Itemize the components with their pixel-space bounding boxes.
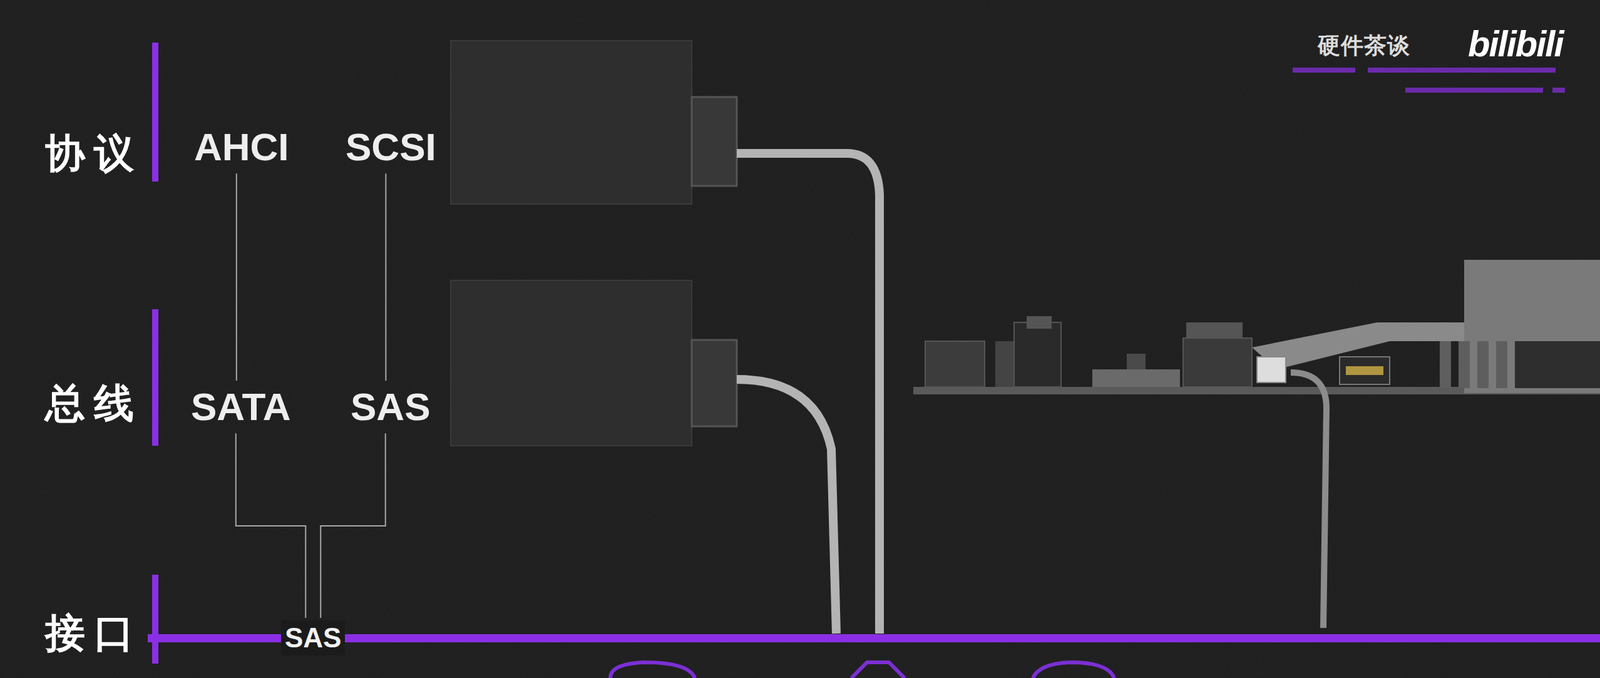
row-label: 协议 [45,131,143,176]
logo: bilibili [1467,23,1564,64]
row-label: 接口 [45,610,143,655]
watermark-glow [1292,67,1565,93]
logo-text: bilibili [1467,23,1564,64]
interface-line [147,634,1600,643]
motherboard [913,259,1600,628]
term-label: SAS [346,383,434,431]
term-label: AHCI [190,123,293,171]
connector-line [235,173,238,381]
row-label-text: 总线 [45,381,143,426]
term-label: SCSI [341,123,441,171]
axis-bar [152,42,159,182]
term-text: SATA [190,385,292,429]
watermark: 硬件茶谈 [1317,33,1411,59]
row-label-text: 接口 [45,610,143,655]
term-label: SATA [187,383,295,431]
axis-bar [152,574,159,664]
row-label: 总线 [45,381,143,426]
connector-line [384,173,387,381]
connector-line [320,433,386,618]
term-text: SAS [350,385,431,429]
drive-connector [691,97,737,186]
outline-letters [610,662,1115,678]
row-label-text: 协议 [45,131,143,176]
drive [450,280,692,446]
term-text: AHCI [194,125,290,169]
cable [736,379,837,634]
term-label: SAS [281,620,345,656]
term-text: SAS [284,622,342,653]
connector-line [235,433,306,618]
drive [450,40,692,205]
watermark-text: 硬件茶谈 [1317,33,1411,59]
drive-connector [691,339,737,427]
axis-bar [152,309,159,446]
cable [736,153,880,634]
term-text: SCSI [345,125,437,169]
